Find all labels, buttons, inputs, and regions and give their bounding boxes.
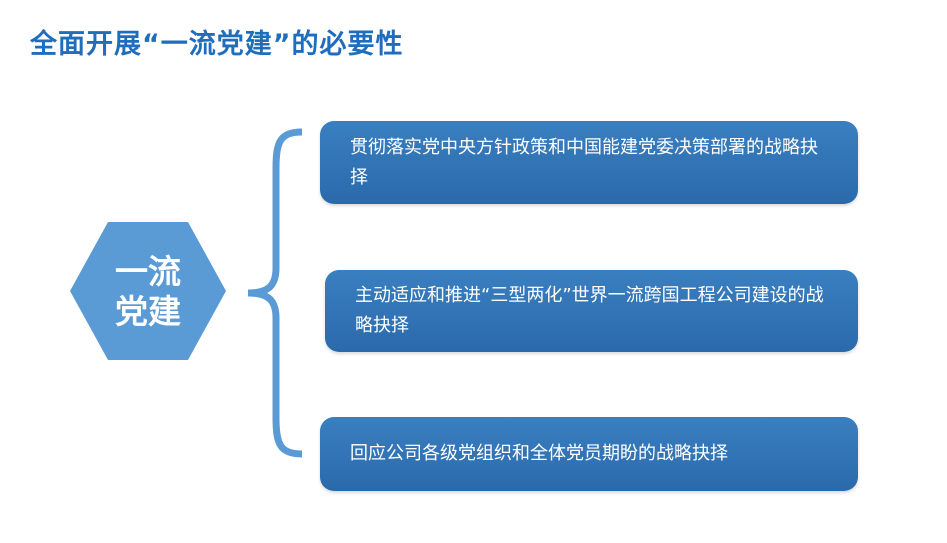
reason-text: 主动适应和推进“三型两化”世界一流跨国工程公司建设的战略抉择 [355, 285, 824, 336]
reason-box-1: 贯彻落实党中央方针政策和中国能建党委决策部署的战略抉择 [320, 121, 858, 204]
curly-brace [240, 128, 310, 462]
center-hexagon: 一流 党建 [70, 222, 226, 360]
reason-text: 回应公司各级党组织和全体党员期盼的战略抉择 [350, 443, 728, 464]
center-label-line2: 党建 [115, 292, 181, 331]
reason-text: 贯彻落实党中央方针政策和中国能建党委决策部署的战略抉择 [350, 136, 818, 188]
reason-box-2: 主动适应和推进“三型两化”世界一流跨国工程公司建设的战略抉择 [325, 270, 858, 352]
reason-box-3: 回应公司各级党组织和全体党员期盼的战略抉择 [320, 417, 858, 491]
slide-title: 全面开展“一流党建”的必要性 [30, 29, 404, 60]
center-label-line1: 一流 [115, 252, 181, 291]
